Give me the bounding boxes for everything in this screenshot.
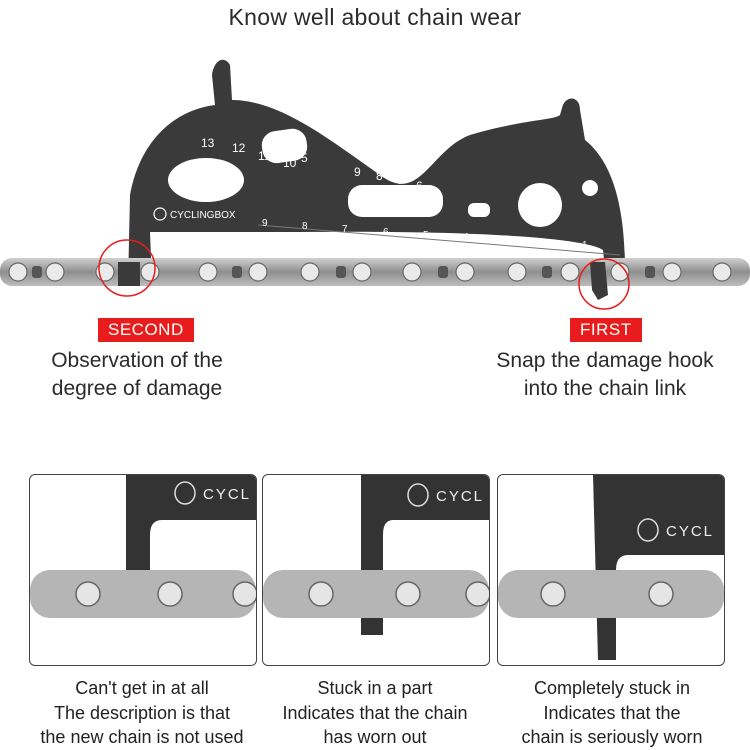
first-highlight-circle [578, 258, 630, 310]
second-step-badge: SECOND [98, 318, 194, 342]
brand-logo: CYCL [637, 518, 714, 542]
hole-number: 5 [301, 151, 308, 165]
closeup-photo: CYCL [263, 475, 489, 635]
hole-number: 9 [354, 165, 361, 179]
hole-number: 2 [262, 139, 267, 149]
chain-checker-tool [128, 59, 625, 285]
ruler-number: 8 [302, 221, 308, 232]
hole-number: 6 [416, 179, 423, 193]
hole-number: 4 [285, 147, 290, 157]
closeup-photo: CYCL [498, 475, 724, 660]
ruler-number: 7 [342, 224, 348, 235]
ruler-number: 2 [544, 238, 550, 249]
svg-text:CYCLINGBOX: CYCLINGBOX [170, 210, 236, 221]
svg-text:CYCL: CYCL [436, 488, 484, 505]
panel-caption-worn: Stuck in a part Indicates that the chain… [282, 678, 468, 747]
wear-panel-worn: CYCL [262, 474, 490, 666]
page-title: Know well about chain wear [228, 4, 522, 30]
ruler-number: 5 [423, 230, 429, 241]
panel-caption-new: Can't get in at all The description is t… [40, 678, 244, 747]
ruler-number: 3 [504, 235, 510, 246]
ruler-number: 1 [582, 240, 588, 251]
brand-logo: CYCL [407, 483, 484, 507]
ruler-number: 6 [383, 227, 389, 238]
second-highlight-circle [98, 239, 156, 297]
wear-panel-seriously-worn: CYCL [497, 474, 725, 666]
hole-number: 13 [201, 136, 215, 150]
brand-logo: CYCLINGBOX [153, 207, 236, 221]
second-step-caption: Observation of the degree of damage [51, 349, 223, 400]
ruler-number: 4 [463, 232, 469, 243]
hole-number: 3 [273, 143, 278, 153]
hole-number: 10 [283, 156, 297, 170]
brand-logo: CYCL [174, 481, 251, 505]
svg-text:CYCL: CYCL [666, 523, 714, 540]
wear-panel-new: CYCL [29, 474, 257, 666]
closeup-photo: CYCL [30, 475, 256, 618]
hole-number: 8 [376, 169, 383, 183]
hole-number: 11 [258, 149, 271, 163]
panel-caption-seriously-worn: Completely stuck in Indicates that the c… [521, 678, 703, 747]
ruler-number: 9 [262, 218, 268, 229]
first-step-badge: FIRST [570, 318, 642, 342]
tool-on-chain-photo: 13 12 11 2 3 4 10 5 9 8 7 6 9 8 7 6 5 4 … [0, 59, 750, 310]
hole-number: 7 [397, 173, 404, 187]
first-step-caption: Snap the damage hook into the chain link [496, 349, 714, 400]
svg-text:CYCL: CYCL [203, 486, 251, 503]
bike-chain [0, 258, 750, 286]
hole-number: 12 [232, 141, 246, 155]
